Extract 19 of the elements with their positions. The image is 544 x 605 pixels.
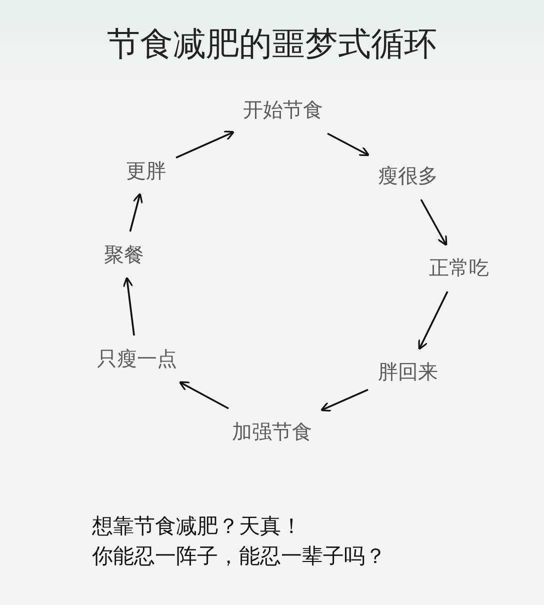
step-label: 瘦很多	[378, 162, 438, 190]
step-label: 胖回来	[378, 358, 438, 386]
step-label: 加强节食	[232, 418, 312, 446]
step-label: 聚餐	[104, 242, 144, 268]
arrow	[320, 388, 368, 412]
step-label: 只瘦一点	[97, 346, 177, 372]
note-text: 想靠节食减肥？天真！	[92, 513, 302, 540]
arrow	[122, 276, 135, 336]
arrow	[176, 130, 235, 158]
arrow	[129, 192, 143, 232]
arrow	[420, 199, 448, 246]
arrow	[418, 291, 448, 350]
step-label: 开始节食	[243, 96, 323, 124]
arrow	[327, 132, 370, 156]
arrow	[178, 381, 229, 410]
title: 节食减肥的噩梦式循环	[106, 23, 438, 65]
step-label: 正常吃	[429, 254, 489, 282]
note-text: 你能忍一阵子，能忍一辈子吗？	[92, 543, 386, 570]
step-label: 更胖	[126, 158, 166, 184]
